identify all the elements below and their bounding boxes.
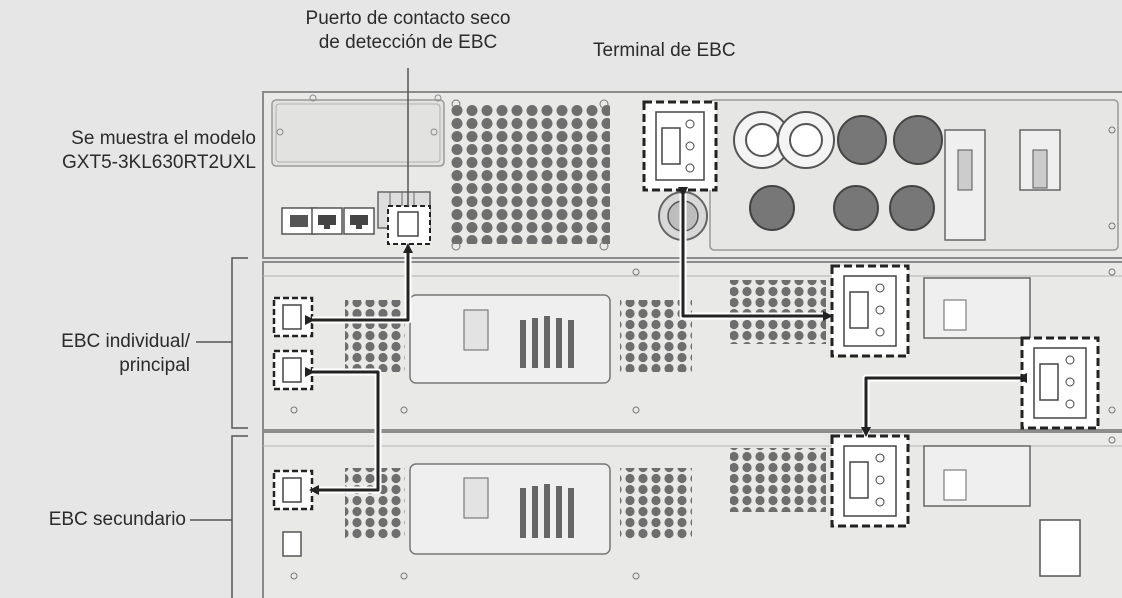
ebc-secondary-unit [262, 431, 1122, 598]
connection-arrows [305, 187, 1027, 495]
dry-contact-port-label: Puerto de contacto seco de detección de … [268, 7, 548, 55]
ebc-individual-main-line-2: principal [119, 355, 190, 376]
ebc-secondary-label: EBC secundario [48, 509, 186, 530]
ebc-individual-main-label: EBC individual/ principal [0, 330, 190, 378]
dry-contact-port-line-1: Puerto de contacto seco [305, 8, 511, 29]
model-label-line-2: GXT5-3KL630RT2UXL [62, 152, 256, 173]
ebc-individual-main-line-1: EBC individual/ [61, 331, 190, 352]
model-label: Se muestra el modelo GXT5-3KL630RT2UXL [0, 127, 256, 175]
dry-contact-port-line-2: de detección de EBC [318, 32, 498, 53]
ebc-terminal-connectors [642, 100, 1100, 528]
ebc-individual-unit [262, 261, 1122, 431]
leader-lines [190, 68, 409, 598]
ebc-terminal-label: Terminal de EBC [593, 40, 736, 61]
model-label-line-1: Se muestra el modelo [71, 128, 256, 149]
